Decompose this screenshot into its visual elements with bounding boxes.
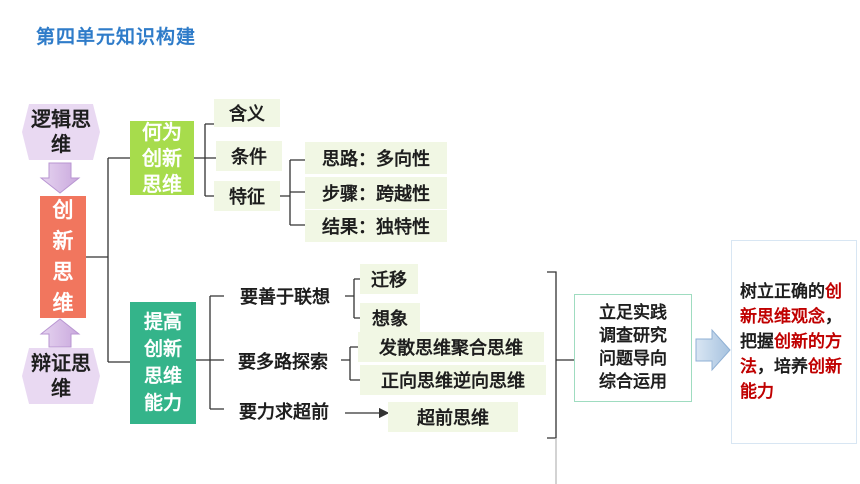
page-title: 第四单元知识构建 bbox=[36, 26, 197, 48]
association-node: 要善于联想 bbox=[240, 287, 330, 308]
conclusion-highlight-2: 创新的方法 bbox=[740, 331, 842, 377]
ahead-node: 要力求超前 bbox=[239, 402, 329, 423]
conclusion-part-1: 树立正确的 bbox=[740, 281, 825, 302]
conclusion-part-2: ，把握 bbox=[740, 306, 842, 352]
conclusion-node: 树立正确的创新思维观念，把握创新的方法，培养创新能力 bbox=[731, 240, 857, 444]
meaning-node: 含义 bbox=[214, 99, 280, 127]
conclusion-highlight-3: 创新能力 bbox=[740, 356, 842, 402]
logic-thinking-node: 逻辑思维 bbox=[22, 104, 100, 160]
imagination-node: 想象 bbox=[360, 303, 420, 333]
practice-node: 立足实践调查研究问题导向综合运用 bbox=[574, 294, 692, 402]
improve-innovation-node: 提高创新思维能力 bbox=[130, 302, 196, 424]
conclusion-part-3: ，培养 bbox=[757, 356, 808, 377]
conclusion-highlight-1: 创新思维观念 bbox=[740, 281, 842, 327]
explore-node: 要多路探索 bbox=[238, 352, 328, 373]
feature-node: 特征 bbox=[214, 181, 280, 211]
divergent-convergent-node: 发散思维聚合思维 bbox=[358, 332, 544, 362]
dialectic-thinking-node: 辩证思维 bbox=[22, 348, 100, 404]
what-is-innovation-node: 何为创新思维 bbox=[130, 120, 194, 196]
transfer-node: 迁移 bbox=[360, 264, 418, 294]
feature-direction-node: 思路：多向性 bbox=[305, 142, 447, 174]
forward-reverse-node: 正向思维逆向思维 bbox=[360, 365, 546, 395]
innovation-thinking-node: 创新思维 bbox=[40, 196, 86, 318]
conclusion-text: 树立正确的创新思维观念，把握创新的方法，培养创新能力 bbox=[740, 280, 848, 405]
ahead-thinking-node: 超前思维 bbox=[388, 402, 518, 432]
feature-step-node: 步骤：跨越性 bbox=[305, 177, 447, 209]
feature-result-node: 结果：独特性 bbox=[305, 210, 447, 242]
condition-node: 条件 bbox=[216, 141, 282, 171]
